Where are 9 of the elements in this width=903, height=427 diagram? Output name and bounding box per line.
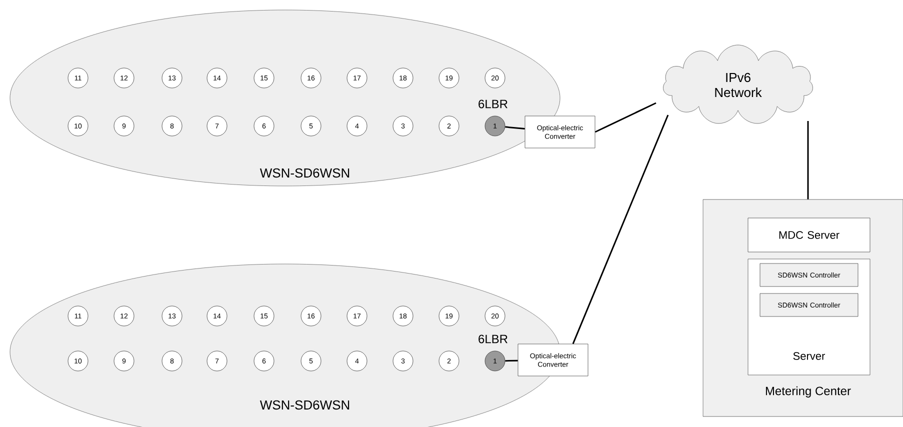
connection-line bbox=[505, 126, 525, 130]
server-box: MDC Server bbox=[748, 218, 870, 252]
network-cloud: IPv6 Network bbox=[663, 44, 813, 124]
node-caption: 6LBR bbox=[478, 100, 508, 108]
connection-line bbox=[505, 360, 518, 362]
connection-line bbox=[594, 102, 656, 133]
connection-line bbox=[572, 114, 669, 344]
node-caption: 6LBR bbox=[478, 334, 508, 344]
connection-line bbox=[807, 121, 809, 200]
